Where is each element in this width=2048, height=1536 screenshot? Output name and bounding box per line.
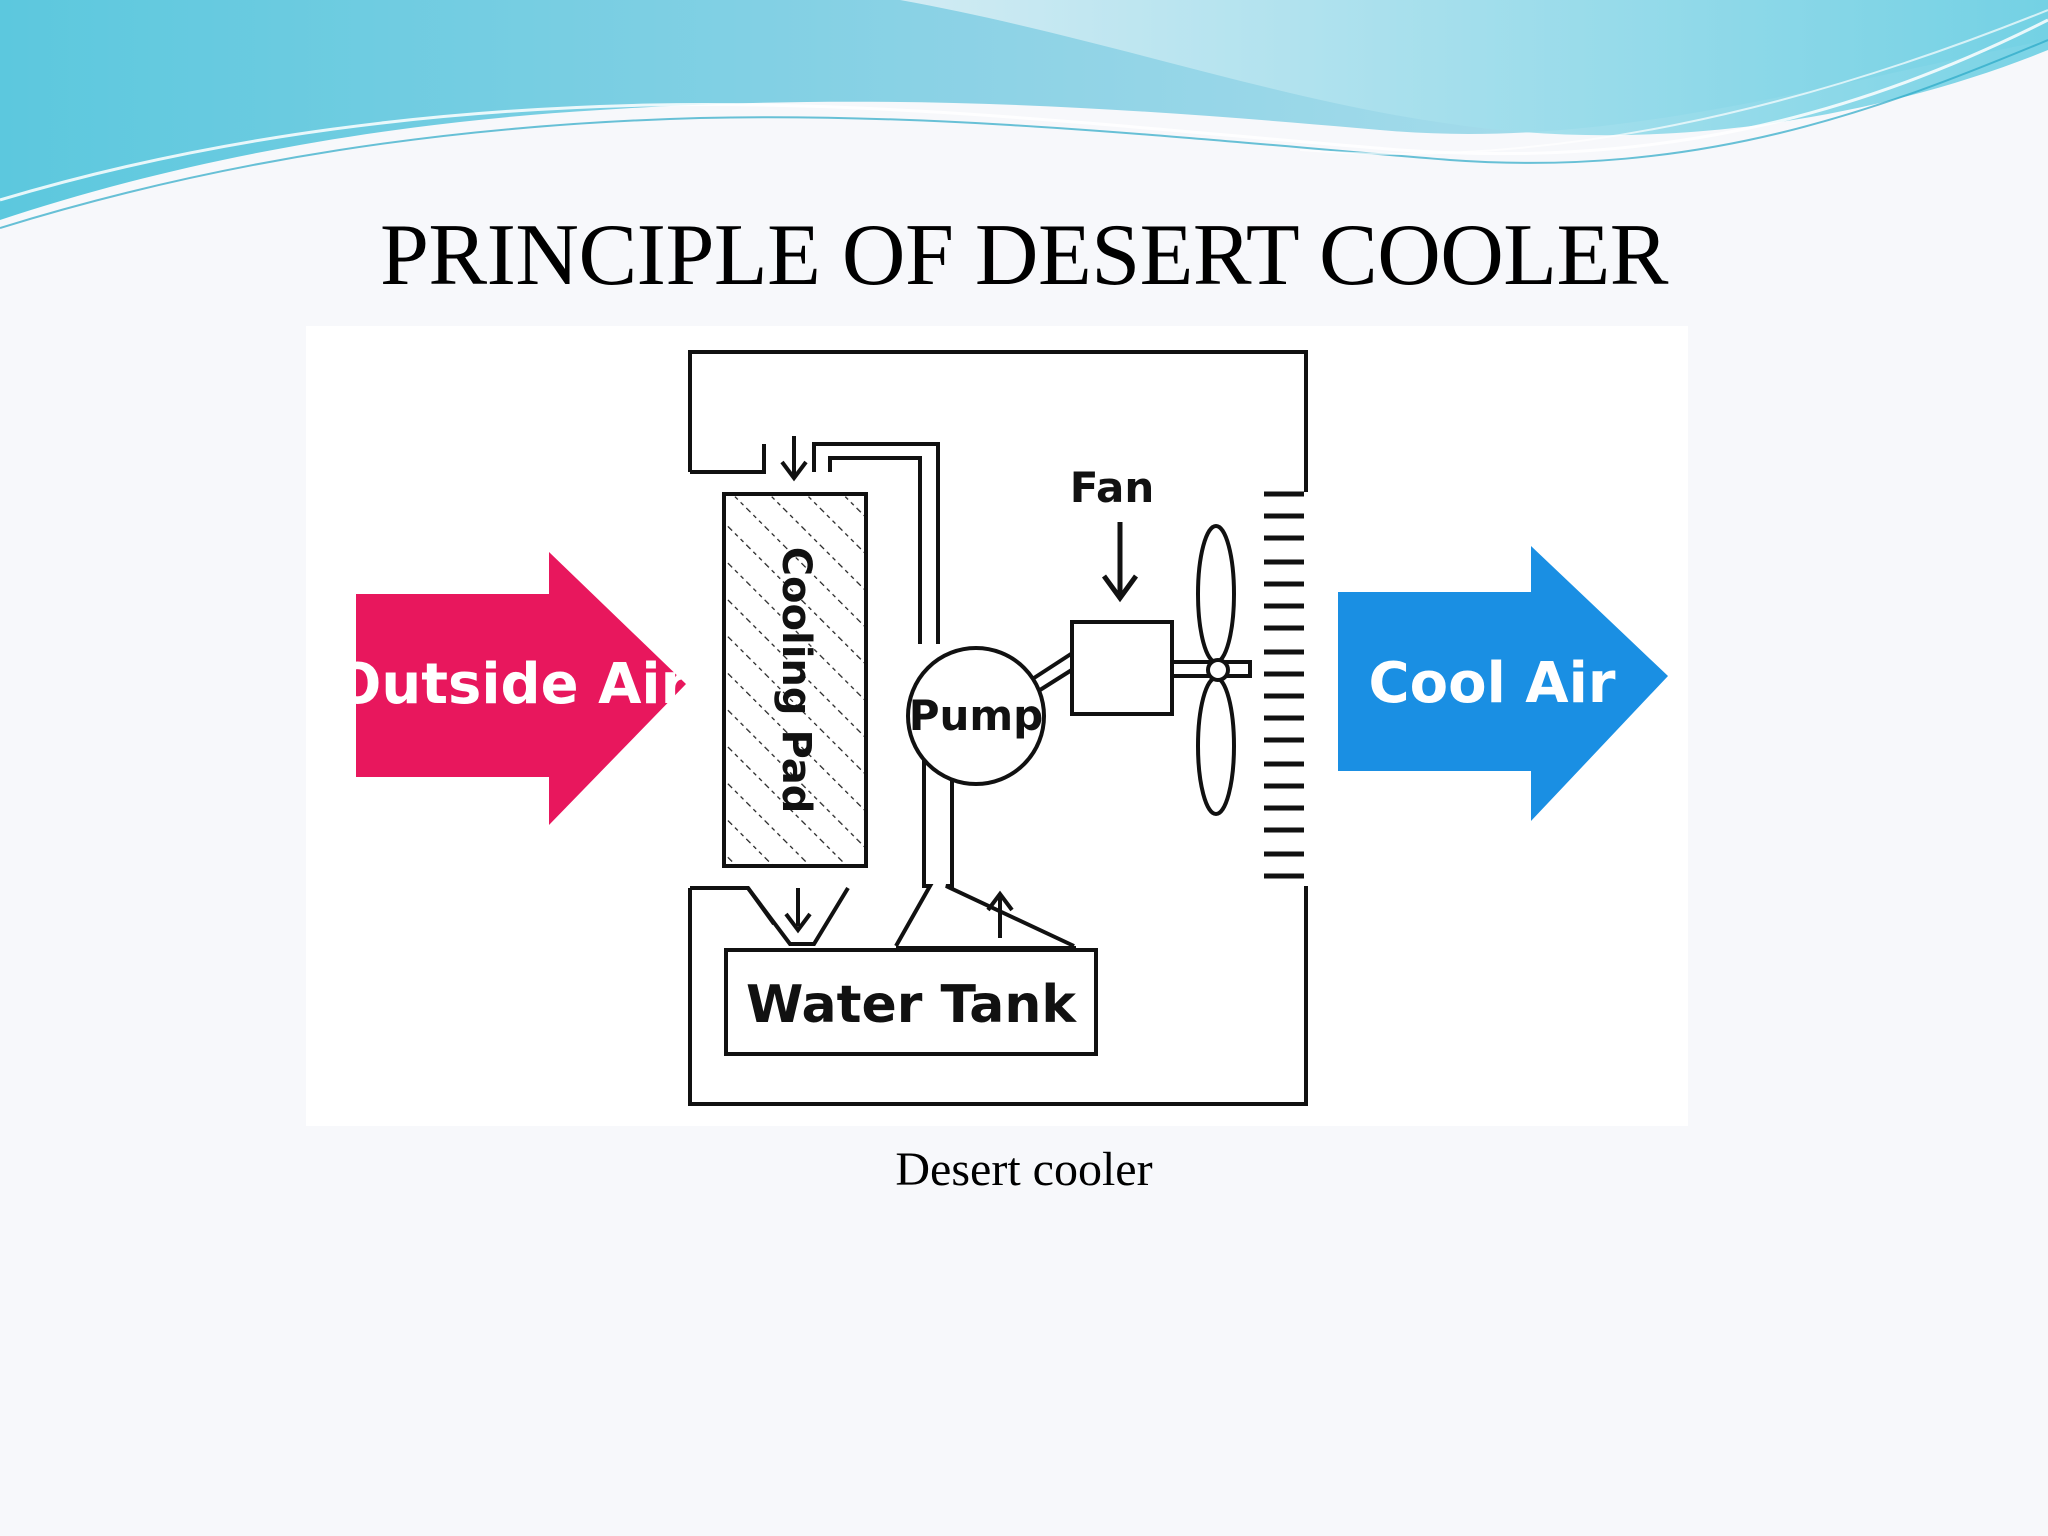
cool-air-arrow: Cool Air (1338, 546, 1668, 821)
fan-blade-icon (1196, 524, 1236, 816)
down-arrow-icon (780, 436, 808, 482)
down-arrow-icon (784, 888, 812, 934)
slide-title: PRINCIPLE OF DESERT COOLER (379, 207, 1669, 304)
water-distribution-pipe (812, 442, 940, 644)
up-arrow-icon (986, 890, 1014, 938)
water-tank: Water Tank (724, 948, 1098, 1056)
figure-caption: Desert cooler (895, 1143, 1153, 1196)
fan-label: Fan (1070, 463, 1154, 512)
header-wave-decoration (0, 0, 2048, 229)
pad-drain-funnel (746, 886, 850, 946)
diagram-canvas: Outside Air Cool Air Coo (334, 350, 1668, 1106)
cooling-pad-label: Cooling Pad (773, 547, 819, 814)
cool-air-label: Cool Air (1369, 651, 1616, 716)
cooling-pad: Cooling Pad (722, 492, 868, 868)
pump-intake (894, 760, 1076, 950)
fan-motor (1070, 620, 1174, 716)
down-arrow-icon (1101, 522, 1139, 603)
outside-air-label: Outside Air (334, 652, 689, 717)
pump-label: Pump (909, 691, 1044, 740)
outside-air-arrow: Outside Air (334, 552, 689, 825)
pump: Pump (906, 646, 1046, 786)
outlet-louvers (1264, 491, 1304, 879)
desert-cooler-diagram: Outside Air Cool Air Coo (306, 326, 1688, 1126)
right-arrow-icon (356, 552, 686, 825)
right-arrow-icon (1338, 546, 1668, 821)
water-tank-label: Water Tank (746, 975, 1077, 1035)
